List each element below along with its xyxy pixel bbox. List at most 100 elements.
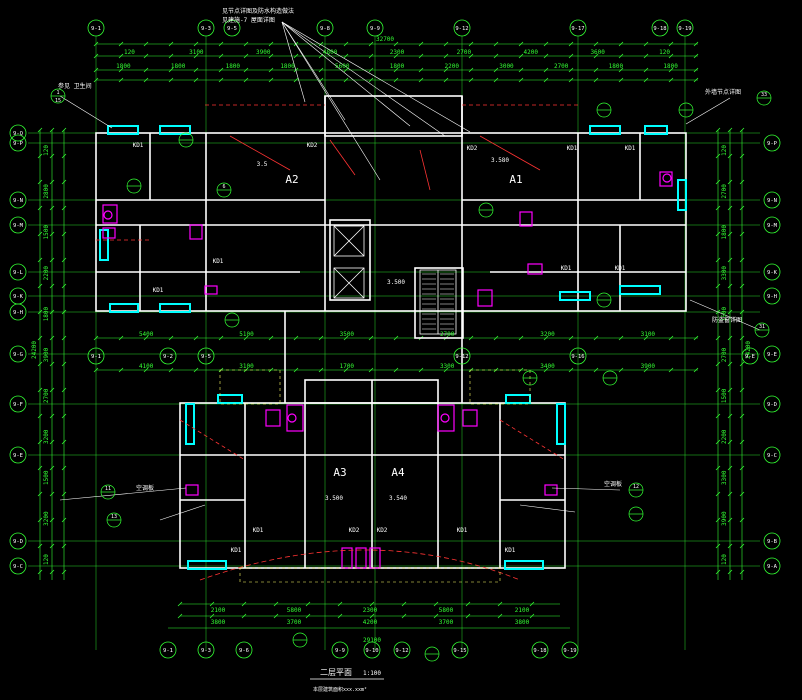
axis-bubble-left: 9-K [9, 287, 27, 305]
axis-label: 9-M [767, 223, 778, 229]
dim-value: 4800 [323, 49, 338, 56]
axis-bubble-mid: 9-1 [87, 347, 105, 365]
axis-label: 9-E [745, 354, 755, 360]
axis-label: 9-P [767, 141, 778, 147]
dim-left-total: 24200 [31, 341, 38, 359]
axis-label: 9-K [767, 270, 778, 276]
axis-bubble-top: 9-3 [197, 19, 215, 37]
axis-bubble-top: 9-9 [366, 19, 384, 37]
axis-label: 9-3 [201, 648, 211, 654]
dim-value: 5100 [239, 331, 254, 338]
axis-bubbles-left: 9-Q9-P9-N9-M9-L9-K9-H9-G9-F9-E9-D9-C [9, 124, 27, 575]
dim-value: 1800 [43, 306, 50, 321]
axis-label: 9-17 [571, 26, 584, 32]
axis-bubble-mid: 9-12 [453, 347, 471, 365]
axis-label: 9-16 [571, 354, 584, 360]
kd1-bot-far-left: KD1 [231, 547, 242, 554]
top-note-1: 见节点详图及防水构造做法 [222, 7, 294, 15]
axis-label: 9-6 [239, 648, 249, 654]
dimension-text-vertical-totals: 24200 24200 [31, 341, 752, 359]
dim-top-total: 32700 [376, 36, 394, 43]
axis-label: 9-G [13, 352, 23, 358]
fixtures [102, 171, 673, 569]
axis-bubble-top: 9-19 [676, 19, 694, 37]
dim-value: 4100 [139, 363, 154, 370]
note-right-mid: 防盗窗详图 [712, 316, 742, 324]
dim-value: 1800 [116, 63, 131, 70]
axis-label: 9-1 [163, 648, 173, 654]
level-core: 3.500 [387, 279, 405, 286]
axis-label: 9-5 [201, 354, 211, 360]
level-a1: 3.580 [491, 157, 509, 164]
dim-value: 3900 [641, 363, 656, 370]
leader-lines [59, 21, 761, 521]
kd1-bot-far-right: KD1 [505, 547, 516, 554]
kd1-top-right: KD1 [567, 145, 578, 152]
axis-bubble-bottom: 9-3 [197, 641, 215, 659]
unit-label-a3: A3 [333, 466, 346, 479]
axis-bubble-mid: 9-5 [197, 347, 215, 365]
drawing-scale: 1:100 [363, 670, 381, 677]
axis-bubble-left: 9-H [9, 303, 27, 321]
axis-bubble-right: 9-C [763, 446, 781, 464]
dim-value: 3100 [239, 363, 254, 370]
dim-value: 1500 [721, 388, 728, 403]
grid-lines [28, 36, 760, 650]
axis-bubble-right: 9-A [763, 557, 781, 575]
dim-value: 2100 [515, 607, 530, 614]
axis-bubble-right: 9-M [763, 216, 781, 234]
level-a2: 3.5 [257, 161, 268, 168]
axis-bubble-left: 9-E [9, 446, 27, 464]
axis-bubble-bottom: 9-12 [393, 641, 411, 659]
drawing-subtitle: 本层建筑面积xxx.xxm² [313, 686, 367, 693]
axis-bubble-mid: 9-16 [569, 347, 587, 365]
dim-value: 5600 [335, 63, 350, 70]
axis-bubble-mid: 9-E [741, 347, 759, 365]
windows [99, 125, 687, 570]
dim-value: 3400 [540, 363, 555, 370]
detail-mark-31: 31 [759, 324, 765, 330]
dim-value: 3900 [43, 347, 50, 362]
dim-value: 3900 [721, 511, 728, 526]
dim-value: 1800 [663, 63, 678, 70]
dim-value: 2200 [721, 429, 728, 444]
dim-value: 3700 [439, 619, 454, 626]
dim-value: 4200 [363, 619, 378, 626]
unit-labels: A2 A1 A3 A4 [285, 173, 522, 479]
kd1-left: KD1 [153, 287, 164, 294]
level-a3: 3.500 [325, 495, 343, 502]
dim-value: 3500 [340, 331, 355, 338]
kd1-bot-right: KD1 [457, 527, 468, 534]
dim-value: 2200 [445, 63, 460, 70]
axis-bubble-right: 9-B [763, 532, 781, 550]
axis-bubble-right: 9-E [763, 345, 781, 363]
dim-value: 3000 [499, 63, 514, 70]
dim-value: 3700 [287, 619, 302, 626]
axis-label: 9-M [13, 223, 24, 229]
room-code-labels: KD1 KD2 KD2 KD1 KD1 KD1 KD1 KD1 KD1 KD1 … [133, 142, 636, 554]
dim-value: 3100 [189, 49, 204, 56]
note-right-top: 外墙节点详图 [705, 88, 741, 96]
axis-label: 9-8 [320, 26, 330, 32]
dim-value: 3200 [43, 511, 50, 526]
dim-value: 4200 [524, 49, 539, 56]
dim-value: 120 [43, 145, 50, 156]
dim-value: 3600 [590, 49, 605, 56]
level-labels: 3.5 3.580 3.500 3.540 3.500 [257, 157, 510, 502]
dim-value: 120 [124, 49, 135, 56]
axis-label: 9-9 [335, 648, 345, 654]
dimension-ticks [37, 41, 745, 619]
dim-value: 1800 [280, 63, 295, 70]
dim-value: 3200 [43, 429, 50, 444]
kd1-top-left: KD1 [133, 142, 144, 149]
stair-treads [422, 273, 454, 330]
axis-bubble-left: 9-F [9, 395, 27, 413]
dim-value: 3800 [211, 619, 226, 626]
dim-value: 1800 [390, 63, 405, 70]
axis-label: 9-D [13, 539, 23, 545]
axis-label: 9-5 [227, 26, 237, 32]
